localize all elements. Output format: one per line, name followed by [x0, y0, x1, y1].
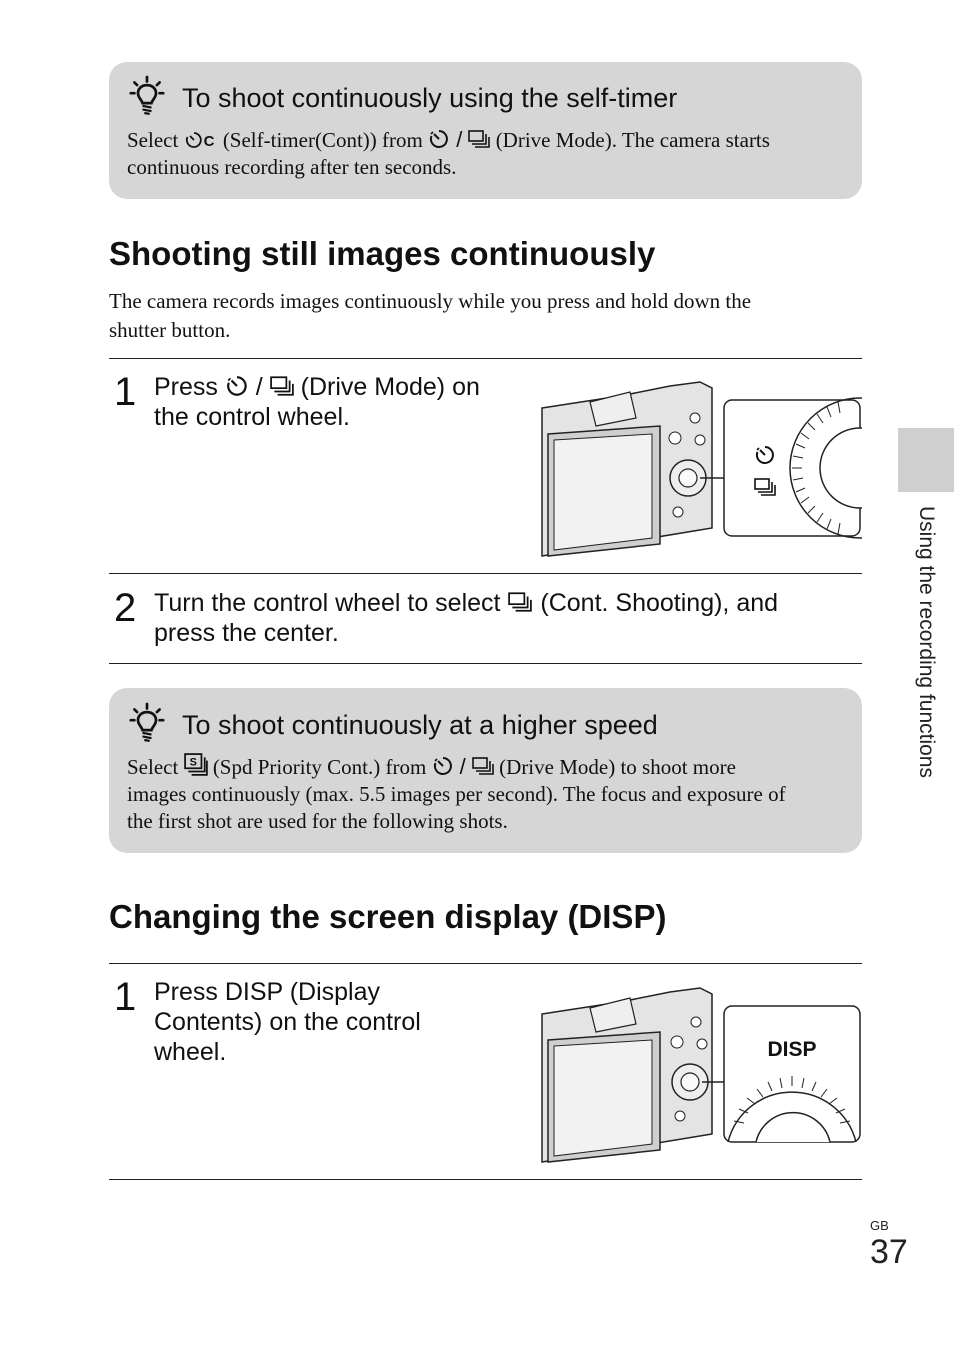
tip-body: Select C (Self-timer(Cont)) from / (Driv…: [127, 127, 770, 179]
section-side-tab: [898, 428, 954, 492]
tip-icon: [129, 702, 165, 742]
camera-illustration: DISP: [541, 987, 861, 1163]
cont-shooting-icon: [270, 374, 294, 398]
cont-shooting-icon: [468, 128, 490, 150]
tip-body: Select (Spd Priority Cont.) from / (Driv…: [127, 753, 786, 833]
step-number: 2: [114, 586, 137, 630]
page-number: 37: [870, 1233, 908, 1271]
step-text: Turn the control wheel to select (Cont. …: [154, 589, 779, 647]
divider: [109, 663, 862, 664]
disp-label: DISP: [767, 1038, 816, 1061]
self-timer-cont-icon: C: [185, 132, 214, 150]
camera-illustration: [541, 381, 862, 557]
divider: [109, 358, 862, 359]
self-timer-icon: [432, 755, 454, 777]
self-timer-icon: [225, 374, 249, 398]
divider: [109, 573, 862, 574]
divider: [109, 963, 862, 964]
section-title-disp: Changing the screen display (DISP): [109, 898, 667, 935]
spd-priority-icon: [184, 753, 208, 777]
section-side-label: Using the recording functions: [915, 506, 938, 778]
cont-shooting-icon: [472, 755, 494, 777]
tip-icon: [129, 75, 165, 115]
section-title-continuous: Shooting still images continuously: [109, 235, 656, 272]
self-timer-icon: [428, 128, 450, 150]
step-number: 1: [114, 975, 137, 1019]
region-code: GB: [870, 1218, 889, 1233]
svg-text:C: C: [203, 133, 214, 150]
tip-heading: To shoot continuously using the self-tim…: [182, 83, 678, 113]
tip-box-self-timer: To shoot continuously using the self-tim…: [109, 62, 862, 199]
step-number: 1: [114, 370, 137, 414]
divider: [109, 1179, 862, 1180]
step-text: Press / (Drive Mode) on the control whee…: [154, 373, 480, 431]
section-intro: The camera records images continuously w…: [109, 289, 752, 342]
tip-box-higher-speed: To shoot continuously at a higher speed …: [109, 688, 862, 853]
step-text: Press DISP (Display Contents) on the con…: [154, 978, 421, 1066]
cont-shooting-icon: [507, 590, 533, 614]
tip-heading: To shoot continuously at a higher speed: [182, 710, 658, 740]
